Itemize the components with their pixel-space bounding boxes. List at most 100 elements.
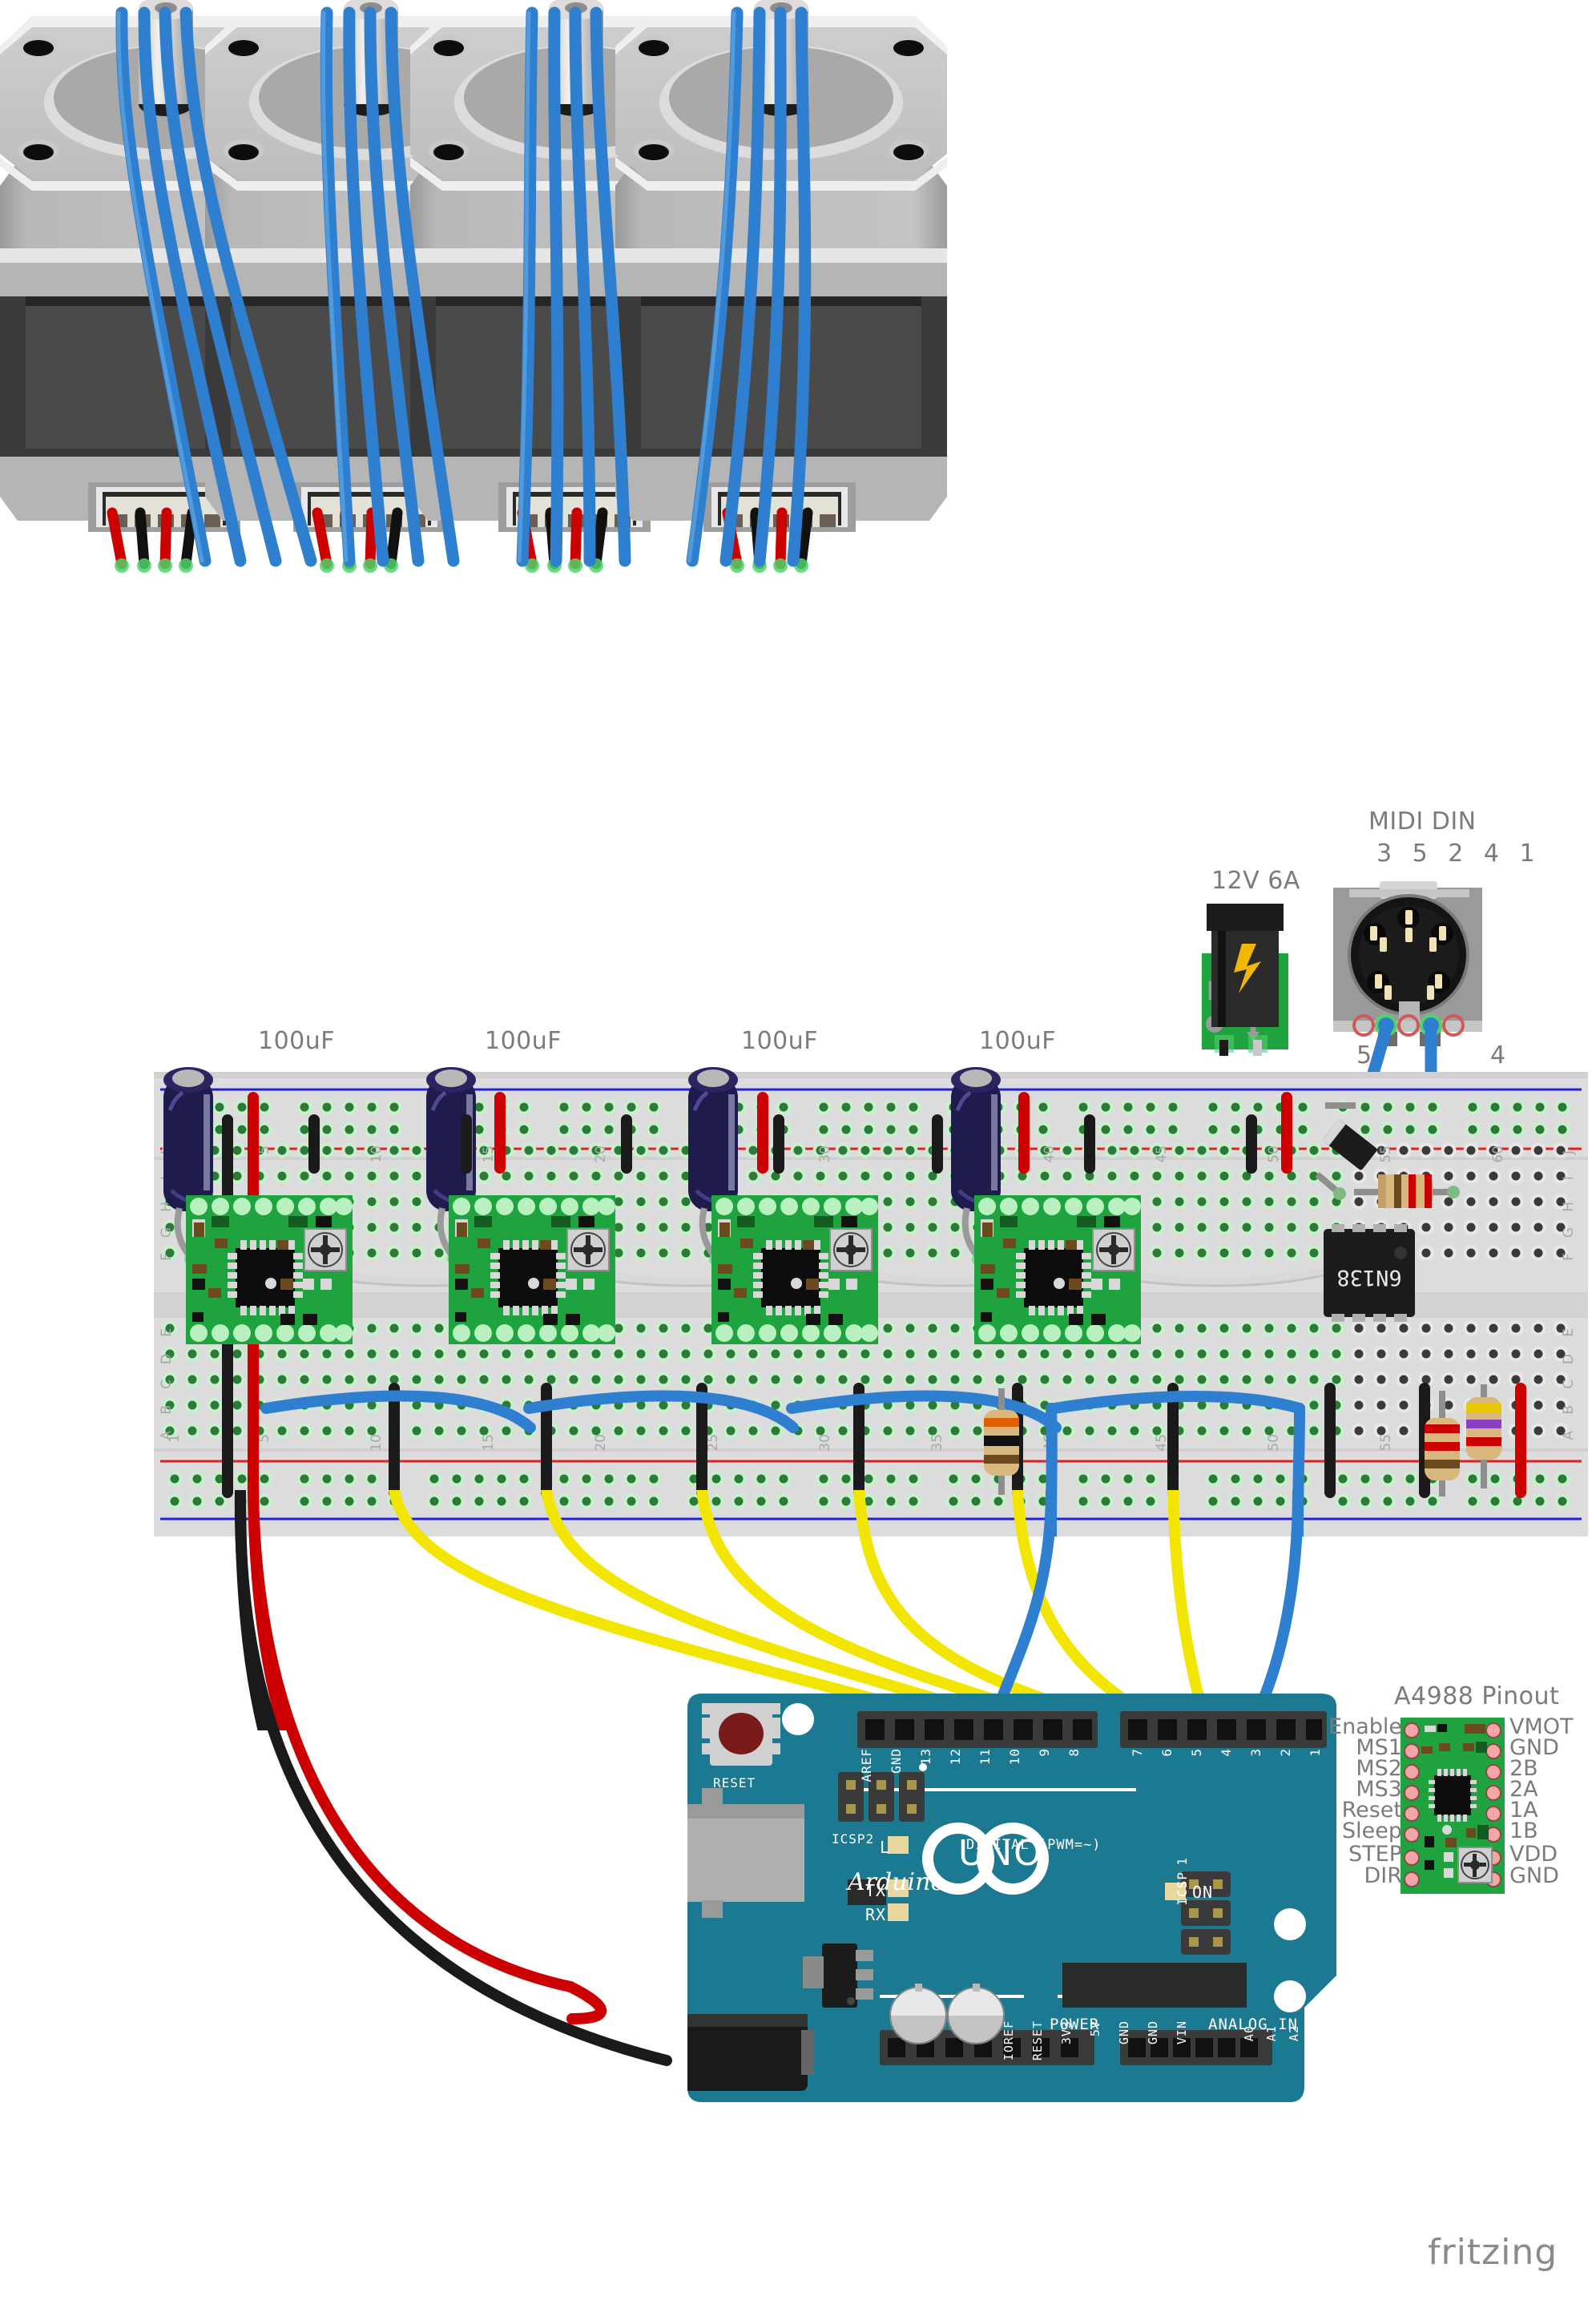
analog-pin-a0: A0	[1242, 2025, 1256, 2042]
a4988-pin-left-ms1: MS1	[1356, 1735, 1402, 1760]
a4988-pin-right-2b-2: 2B	[1509, 1756, 1538, 1781]
power-wires-to-arduino	[154, 1490, 1195, 2171]
uno-model-label: UNO	[958, 1833, 1043, 1874]
power-jack	[1194, 904, 1298, 1056]
arduino-analog-pin-labels: A0 A1 A2 A3 A4 A5	[1120, 2025, 1368, 2089]
a4988-pin-left-reset: Reset	[1341, 1798, 1402, 1823]
icsp-label: ICSP	[1175, 1871, 1190, 1906]
capacitor-label-2: 100uF	[485, 1027, 562, 1055]
arduino-led-RX: RX	[865, 1905, 886, 1924]
midi-din-title: MIDI DIN	[1368, 808, 1477, 836]
a4988-drivers[interactable]	[154, 1186, 1588, 1394]
led-l-label: L	[880, 1838, 891, 1857]
digital-header-left	[857, 1711, 1098, 1748]
fritzing-logo-text: fritzing	[1428, 2232, 1558, 2273]
arduino-digital-label: DIGITAL (PWM=~)	[966, 1837, 1102, 1853]
digital-pin-6: 6	[1159, 1748, 1175, 1757]
resistor-bottom-1	[1425, 1391, 1460, 1496]
power-pin-ioref: IOREF	[1002, 2020, 1016, 2061]
arduino-icsp-label: ICSP	[1175, 1871, 1190, 1909]
digital-pin-4: 4	[1219, 1748, 1234, 1757]
power-jack-label: 12V 6A	[1211, 867, 1300, 895]
resistor-mid	[984, 1388, 1019, 1495]
a4988-pin-right-vmot-0: VMOT	[1509, 1714, 1574, 1739]
arduino-uno-board[interactable]	[687, 1694, 1336, 2102]
arduino-brand: Arduino	[848, 1868, 945, 1896]
midi-pin5-label: 5	[1356, 1041, 1372, 1069]
midi-pin4-label: 4	[1490, 1041, 1506, 1069]
power-pin-5v: 5V	[1088, 2020, 1102, 2037]
motor-lead-wires	[0, 0, 1596, 609]
a4988-pin-right-gnd-7: GND	[1509, 1863, 1559, 1888]
digital-pin-gnd: GND	[889, 1748, 904, 1774]
resistor-top	[1354, 1174, 1460, 1208]
arduino-power-label: POWER	[1050, 2016, 1099, 2033]
a4988-legend-title: A4988 Pinout	[1394, 1682, 1560, 1710]
fritzing-watermark: fritzing	[1428, 2232, 1558, 2273]
analog-label: ANALOG IN	[1208, 2016, 1298, 2033]
a4988-pin-right-2a-3: 2A	[1509, 1777, 1538, 1802]
a4988-driver-2[interactable]	[448, 1194, 616, 1345]
digital-pin-10: 10	[1007, 1748, 1022, 1766]
capacitor-label-4: 100uF	[979, 1027, 1057, 1055]
midi-din-connector	[1330, 872, 1490, 1048]
a4988-pin-right-gnd-1: GND	[1509, 1735, 1559, 1760]
a4988-pin-left-step: STEP	[1348, 1842, 1402, 1867]
digital-pin-12: 12	[948, 1748, 963, 1766]
diode	[1315, 1102, 1377, 1200]
analog-header	[1120, 2030, 1272, 2065]
arduino-led-L: L	[880, 1838, 890, 1857]
led-rx-label: RX	[865, 1905, 887, 1924]
analog-pin-a3: A3	[1309, 2025, 1324, 2042]
a4988-pin-right-vdd-6: VDD	[1509, 1842, 1558, 1867]
power-pin-3v3: 3V3	[1059, 2020, 1074, 2045]
analog-pin-a5: A5	[1354, 2025, 1368, 2042]
a4988-pin-left-ms3: MS3	[1356, 1777, 1402, 1802]
capacitor-label-1: 100uF	[258, 1027, 336, 1055]
a4988-pin-left-enable: Enable	[1328, 1714, 1402, 1739]
digital-pin-9: 9	[1037, 1748, 1052, 1757]
led-tx-label: TX	[865, 1881, 887, 1900]
analog-pin-a1: A1	[1264, 2025, 1279, 2042]
midi-din-pin-order: 3 5 2 4 1	[1376, 840, 1542, 868]
reset-label: RESET	[713, 1775, 756, 1790]
analog-pin-a2: A2	[1287, 2025, 1301, 2042]
digital-pin-8: 8	[1066, 1748, 1082, 1757]
digital-pin-13: 13	[918, 1748, 933, 1766]
analog-pin-a4: A4	[1332, 2025, 1346, 2042]
arduino-icsp-pin1: 1	[1175, 1854, 1190, 1869]
a4988-pin-left-ms2: MS2	[1356, 1756, 1402, 1781]
digital-pin-7: 7	[1130, 1748, 1145, 1757]
a4988-pin-right-1a-4: 1A	[1509, 1798, 1538, 1823]
a4988-driver-3[interactable]	[711, 1194, 879, 1345]
power-label: POWER	[1050, 2016, 1100, 2033]
icsp2-label: ICSP2	[832, 1831, 875, 1847]
optocoupler-part-label: 6N138	[1336, 1265, 1401, 1290]
digital-header-right	[1120, 1711, 1327, 1748]
arduino-reset-label: RESET	[713, 1775, 756, 1790]
motor-1-pins	[107, 507, 198, 570]
optocoupler-6n138: 6N138	[1324, 1224, 1415, 1322]
a4988-pin-right-1b-5: 1B	[1509, 1819, 1538, 1843]
arduino-led-TX: TX	[865, 1881, 886, 1900]
capacitor-label-3: 100uF	[741, 1027, 819, 1055]
a4988-pin-left-sleep: Sleep	[1341, 1819, 1402, 1843]
a4988-driver-1[interactable]	[185, 1194, 353, 1345]
a4988-pin-left-dir: DIR	[1364, 1863, 1402, 1888]
led-on-label: ON	[1192, 1883, 1214, 1902]
digital-label: DIGITAL (PWM=~)	[966, 1837, 1102, 1853]
arduino-brand-label: Arduino	[848, 1868, 945, 1896]
arduino-analog-label: ANALOG IN	[1208, 2016, 1298, 2033]
resistor-bottom-2	[1466, 1384, 1501, 1488]
power-pin-reset: RESET	[1030, 2020, 1045, 2061]
arduino-logo	[922, 1823, 1049, 1895]
digital-pin-aref: AREF	[859, 1748, 874, 1782]
a4988-driver-4[interactable]	[973, 1194, 1142, 1345]
arduino-led-ON: ON	[1192, 1883, 1213, 1902]
arduino-icsp2-label: ICSP2	[832, 1831, 874, 1847]
icsp-pin1-label: 1	[1175, 1857, 1190, 1866]
a4988-legend-board	[1401, 1718, 1505, 1894]
